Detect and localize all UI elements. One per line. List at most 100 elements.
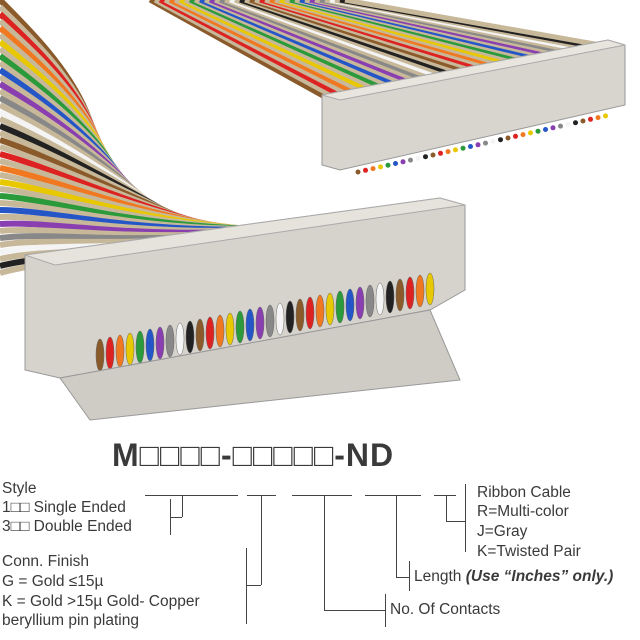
wire-end	[145, 328, 155, 362]
wire-end	[400, 159, 406, 165]
cable-wire	[344, 0, 604, 48]
wire-end	[528, 130, 533, 136]
wire-end	[315, 294, 325, 328]
wire-end	[115, 334, 125, 368]
style-option-3: 3□□ Double Ended	[2, 518, 132, 535]
leader	[396, 495, 397, 577]
cable-label: Ribbon Cable	[477, 484, 571, 501]
leader	[446, 495, 447, 521]
wire-end	[225, 312, 235, 346]
leader	[170, 517, 182, 518]
wire-end	[558, 123, 563, 129]
cable-option-r: R=Multi-color	[477, 503, 569, 520]
wire-end	[595, 115, 601, 121]
wire-end	[355, 169, 361, 175]
wire-end	[505, 135, 511, 141]
wire-end	[543, 127, 548, 132]
wire-end	[125, 332, 135, 366]
wire-end	[175, 322, 185, 356]
length-note: (Use “Inches” only.)	[465, 568, 614, 585]
cable-wire	[148, 0, 332, 103]
wire-end	[423, 154, 428, 160]
wire-end	[135, 330, 145, 364]
wire-end	[460, 145, 466, 151]
wire-end	[295, 298, 305, 332]
leader	[261, 495, 262, 585]
wire-end	[215, 314, 225, 348]
connector-right	[321, 39, 626, 175]
underline	[434, 495, 456, 496]
cable-wire	[158, 0, 346, 100]
wire-end	[375, 282, 385, 316]
bracket	[409, 561, 410, 591]
pn-boxes-1: □□□□	[139, 437, 221, 473]
style-label: Style	[2, 480, 37, 497]
wire-end	[405, 276, 415, 310]
underline	[292, 495, 352, 496]
cable-wire	[173, 0, 367, 96]
ribbon-cable-upper	[148, 0, 604, 103]
cable-wire	[163, 0, 353, 99]
wire-end	[415, 274, 425, 308]
wire-end	[603, 113, 608, 119]
wire-end	[185, 320, 195, 354]
leader	[182, 495, 183, 517]
wire-end	[335, 290, 345, 324]
wire-end	[573, 120, 578, 126]
wire-end	[565, 121, 571, 127]
wire-end	[365, 284, 375, 318]
wire-end	[378, 164, 383, 170]
wire-end	[275, 302, 285, 336]
wire-end	[580, 118, 586, 124]
wire-end	[415, 155, 421, 161]
wire-end	[520, 132, 526, 138]
leader	[246, 585, 261, 586]
bracket	[246, 548, 247, 624]
wire-end	[430, 152, 436, 158]
bracket	[465, 484, 466, 552]
wire-end	[468, 144, 473, 149]
wire-end	[95, 338, 105, 372]
wire-end	[490, 138, 496, 144]
wire-end	[235, 310, 245, 344]
wire-end	[535, 128, 541, 134]
finish-option-k-cont: beryllium pin plating	[2, 612, 139, 629]
wire-end	[265, 304, 275, 338]
finish-label: Conn. Finish	[2, 553, 90, 570]
pn-prefix: M	[112, 437, 140, 473]
pn-separator: -	[220, 437, 233, 473]
wire-end	[205, 316, 215, 350]
contacts-label: No. Of Contacts	[390, 601, 501, 618]
underline	[145, 495, 238, 496]
wire-end	[385, 280, 395, 314]
connector-left	[24, 197, 466, 421]
wire-end	[395, 278, 405, 312]
pn-boxes-2: □□□□□	[232, 437, 335, 473]
wire-end	[255, 306, 265, 340]
part-number-template: M□□□□-□□□□□-ND	[112, 437, 394, 474]
wire-end	[588, 116, 593, 122]
pn-suffix: -ND	[334, 437, 395, 473]
wire-end	[345, 288, 355, 322]
underline	[365, 495, 421, 496]
wire-end	[475, 142, 481, 148]
wire-end	[105, 336, 115, 370]
wire-end	[385, 162, 391, 168]
wire-end	[165, 324, 175, 358]
finish-option-k: K = Gold >15µ Gold- Copper	[2, 593, 200, 610]
length-text: Length	[414, 568, 462, 585]
cable-option-k: K=Twisted Pair	[477, 543, 581, 560]
wire-end	[513, 133, 518, 139]
wire-end	[483, 140, 488, 146]
wire-end	[325, 292, 335, 326]
bracket	[170, 499, 171, 535]
wire-end	[438, 150, 443, 156]
wire-end	[445, 149, 451, 155]
wire-end	[408, 157, 413, 163]
cable-wire	[153, 0, 339, 101]
wire-end	[245, 308, 255, 342]
style-option-1: 1□□ Single Ended	[2, 499, 126, 516]
leader	[446, 521, 465, 522]
wire-end	[498, 137, 503, 143]
